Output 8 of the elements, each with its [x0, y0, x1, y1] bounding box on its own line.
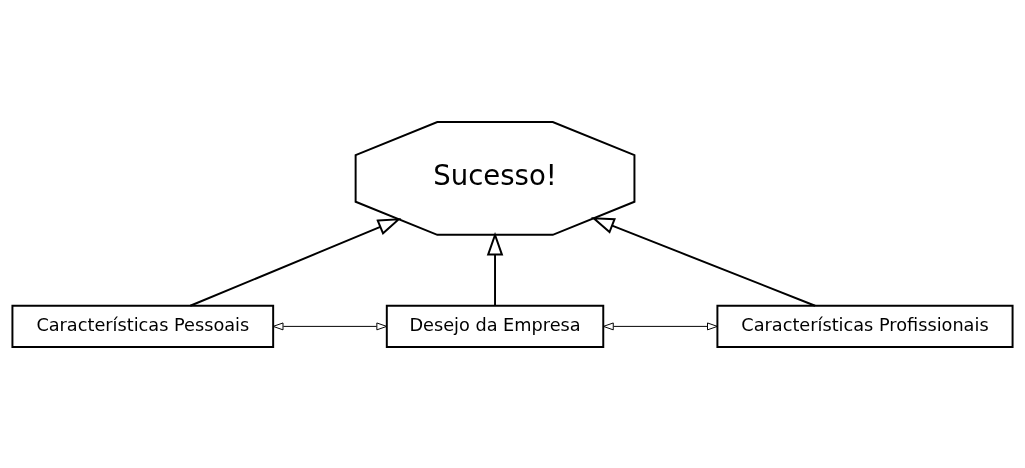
arrow	[590, 216, 817, 307]
node-box: Características Profissionais	[716, 304, 1014, 348]
node-box: Desejo da Empresa	[385, 304, 605, 348]
node-box: Características Pessoais	[11, 304, 275, 348]
arrow	[486, 231, 504, 307]
arrow	[602, 321, 718, 330]
arrow	[189, 217, 402, 307]
arrow	[272, 321, 388, 330]
